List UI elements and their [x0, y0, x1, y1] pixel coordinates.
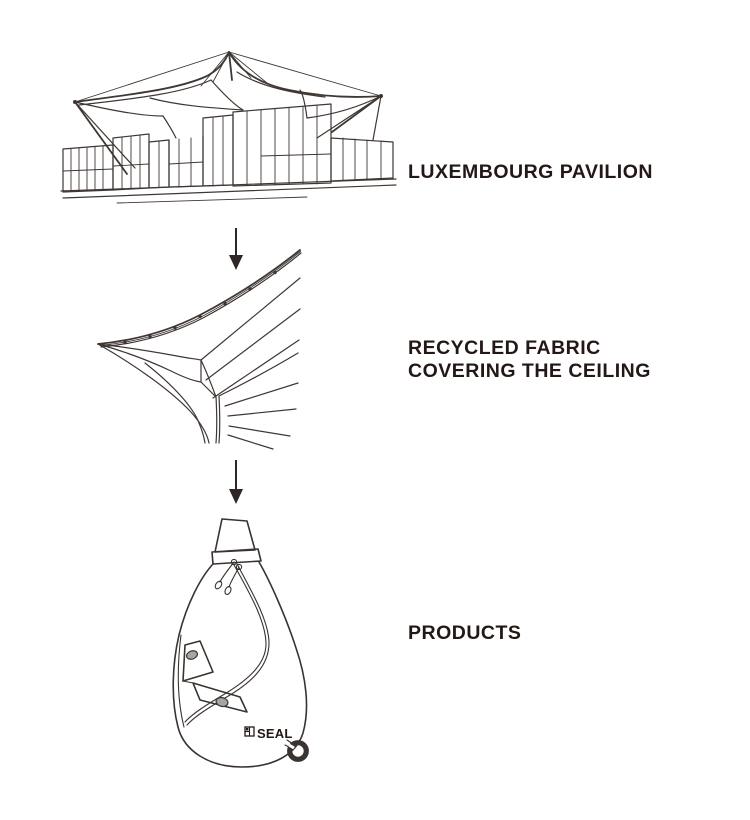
label-products: PRODUCTS [408, 622, 522, 644]
label-luxembourg-pavilion: LUXEMBOURG PAVILION [408, 161, 653, 183]
ceiling-fabric-illustration [97, 249, 302, 450]
d-ring-icon [284, 739, 309, 762]
sling-bag-illustration: SEAL [172, 518, 309, 768]
seal-logo-mark-icon [244, 726, 255, 737]
down-arrow-icon [229, 228, 243, 270]
down-arrow-icon [229, 460, 243, 504]
label-recycled-fabric: RECYCLED FABRIC COVERING THE CEILING [408, 337, 651, 382]
luxembourg-pavilion-illustration [60, 51, 397, 204]
seal-logo-text: SEAL [257, 726, 292, 741]
